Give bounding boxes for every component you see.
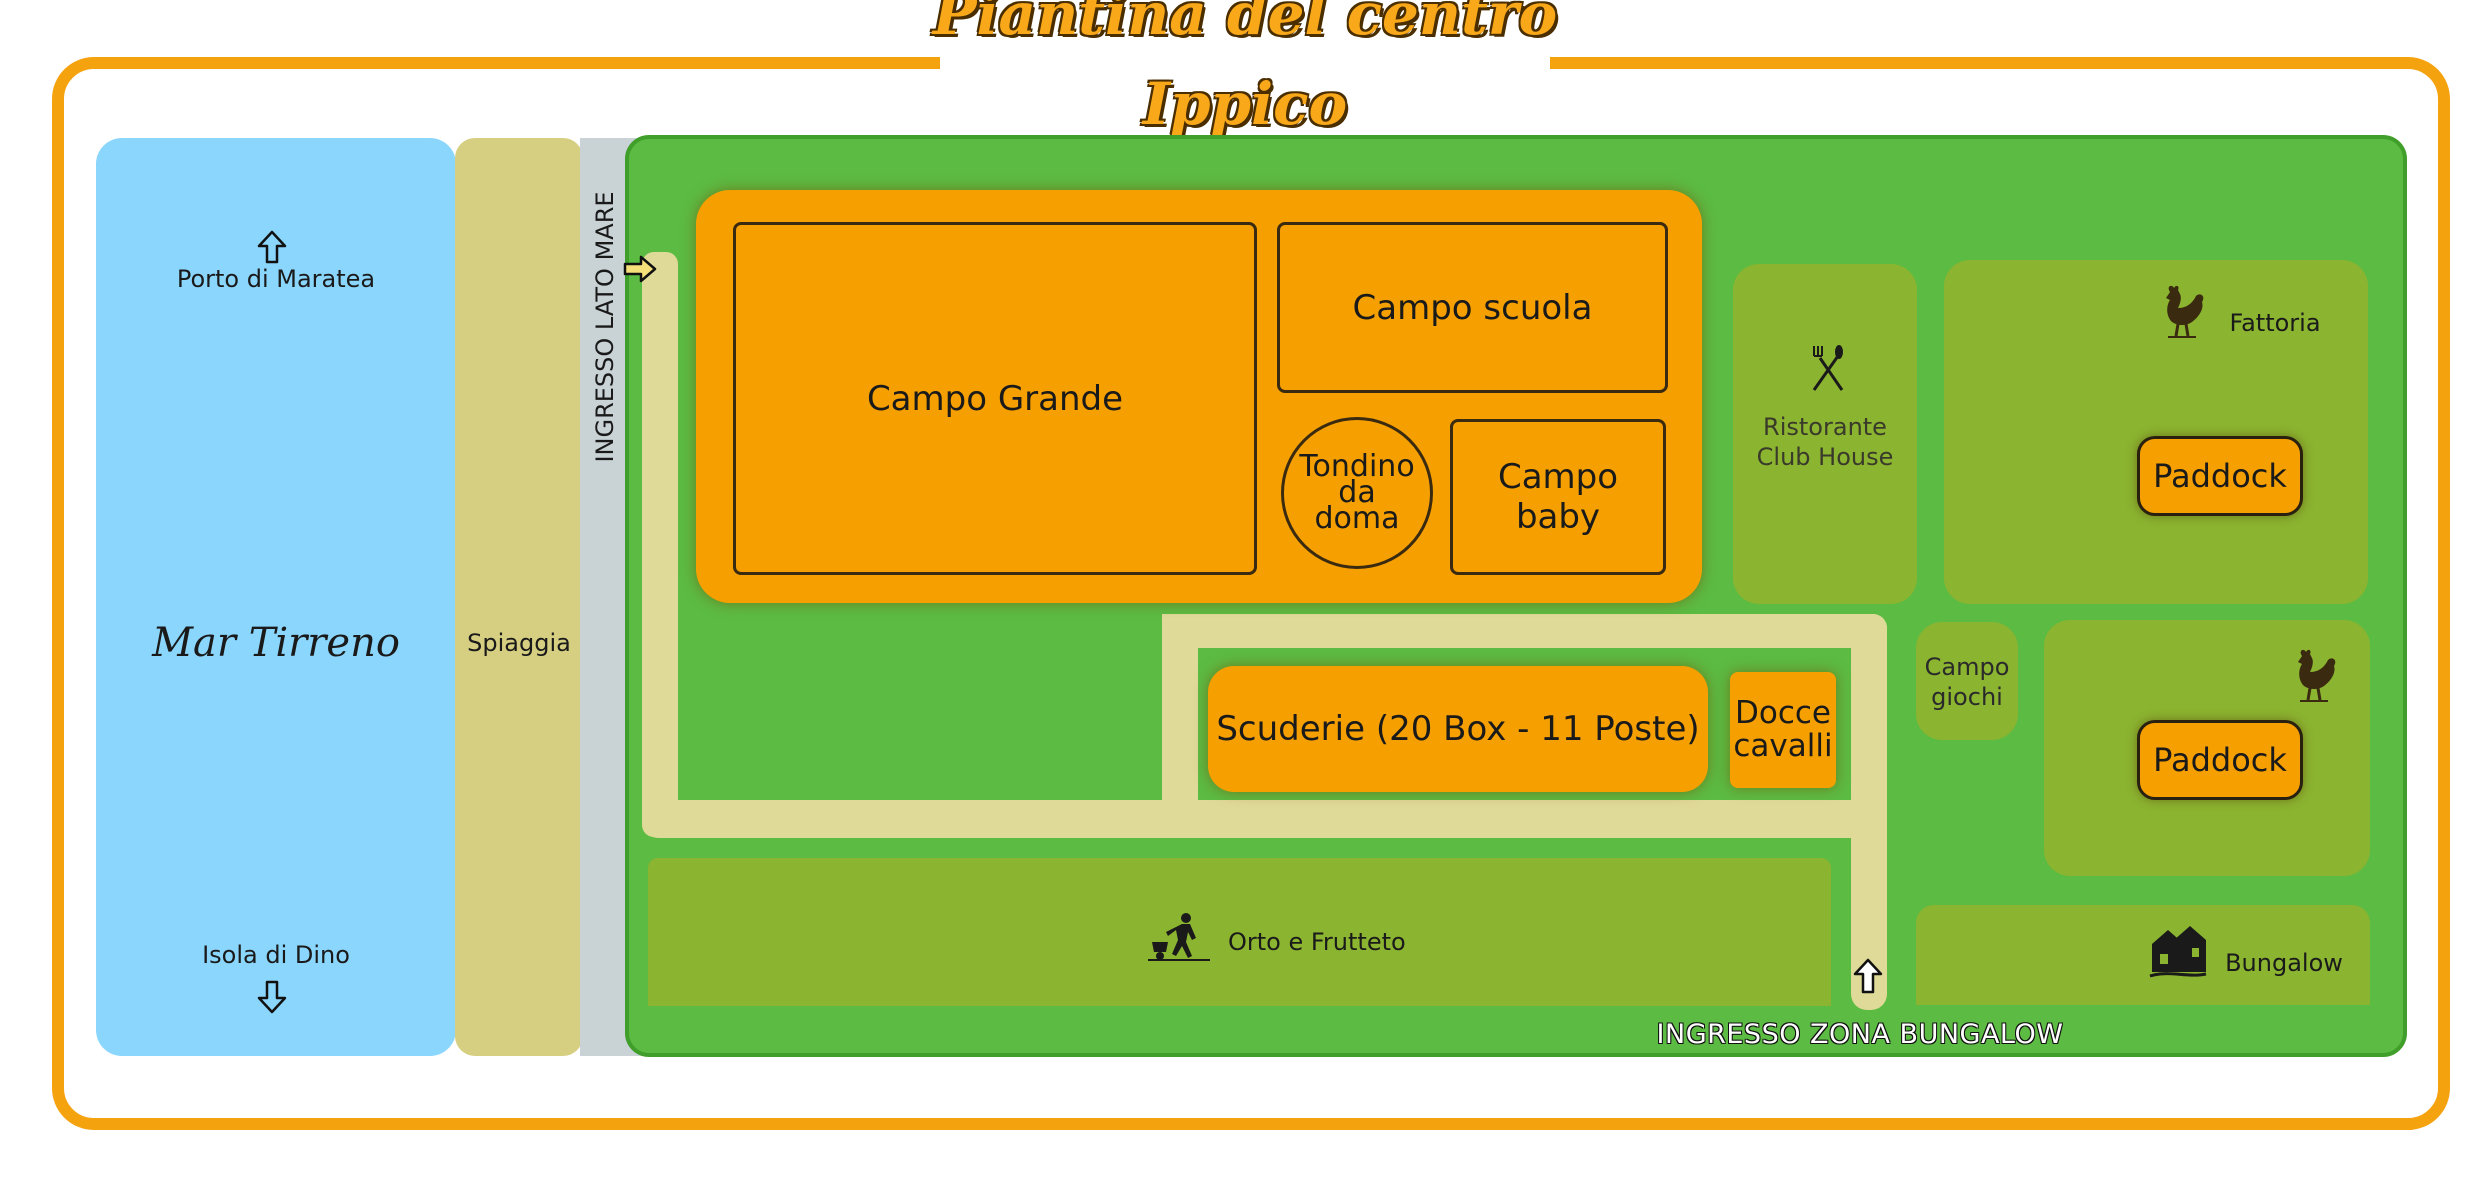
campo-scuola-label: Campo scuola <box>1352 287 1593 328</box>
campo-baby: Campo baby <box>1450 419 1666 575</box>
bungalow-label: Bungalow <box>2225 949 2343 977</box>
paddock-bottom: Paddock <box>2137 720 2303 800</box>
map-frame <box>52 57 2450 1130</box>
campo-baby-label: Campo baby <box>1497 457 1619 537</box>
campo-scuola: Campo scuola <box>1277 222 1668 393</box>
scuderie: Scuderie (20 Box - 11 Poste) <box>1208 666 1708 792</box>
campo-giochi-line-2: giochi <box>1931 683 2003 711</box>
tondino-line-2: da <box>1338 475 1376 510</box>
fattoria-label: Fattoria <box>2229 309 2321 337</box>
porto-di-maratea-label: Porto di Maratea <box>176 265 376 293</box>
fork-knife-icon <box>1812 345 1844 391</box>
houses-icon <box>2149 926 2207 978</box>
tondino-line-1: Tondino <box>1299 449 1415 484</box>
beach-area <box>455 138 583 1056</box>
orchard-area <box>648 858 1831 1006</box>
campo-grande: Campo Grande <box>733 222 1257 575</box>
campo-grande-label: Campo Grande <box>866 378 1124 419</box>
restaurant-area <box>1733 264 1917 604</box>
path-horizontal-bottom <box>642 800 1887 838</box>
isola-di-dino-label: Isola di Dino <box>202 941 350 969</box>
rooster-icon <box>2298 649 2336 702</box>
rooster-icon <box>2166 285 2204 338</box>
arrow-up-icon <box>1853 958 1883 994</box>
ristorante-line-1: Ristorante <box>1763 413 1887 441</box>
campo-giochi-line-1: Campo <box>1924 653 2010 681</box>
scuderie-label: Scuderie (20 Box - 11 Poste) <box>1216 709 1700 749</box>
ingresso-lato-mare-label: INGRESSO LATO MARE <box>591 191 619 463</box>
mar-tirreno-label: Mar Tirreno <box>152 620 400 666</box>
sea-area <box>96 138 456 1056</box>
paddock-top: Paddock <box>2137 436 2303 516</box>
path-vertical-middle <box>1162 614 1198 838</box>
paddock-bottom-label: Paddock <box>2153 741 2287 779</box>
playground-area <box>1916 622 2018 740</box>
path-vertical-left <box>642 252 678 837</box>
farm-area <box>1944 260 2368 604</box>
ristorante-label: Ristorante Club House <box>1733 410 1917 474</box>
campo-giochi-label: Campo giochi <box>1916 650 2018 714</box>
path-horizontal-top <box>1162 614 1887 648</box>
orto-label: Orto e Frutteto <box>1228 928 1406 956</box>
spiaggia-label: Spiaggia <box>467 629 571 657</box>
arrow-right-icon <box>623 255 657 283</box>
paddock-top-label: Paddock <box>2153 457 2287 495</box>
docce-line-1: Docce <box>1735 695 1831 731</box>
map-title: Piantina del centro Ippico <box>932 0 1558 138</box>
arrow-up-icon <box>257 230 287 264</box>
title-background <box>940 20 1550 100</box>
ristorante-line-2: Club House <box>1756 443 1894 471</box>
tondino-line-3: doma <box>1314 501 1400 536</box>
bungalow-area <box>1916 905 2370 1005</box>
gardener-icon <box>1148 913 1210 961</box>
tondino-da-doma: Tondino da doma <box>1281 417 1433 569</box>
arrow-down-icon <box>257 980 287 1014</box>
path-vertical-right <box>1851 614 1887 1010</box>
docce-line-2: cavalli <box>1733 728 1833 764</box>
ingresso-zona-bungalow-label: INGRESSO ZONA BUNGALOW <box>1656 1018 2064 1050</box>
docce-cavalli: Docce cavalli <box>1730 672 1836 788</box>
